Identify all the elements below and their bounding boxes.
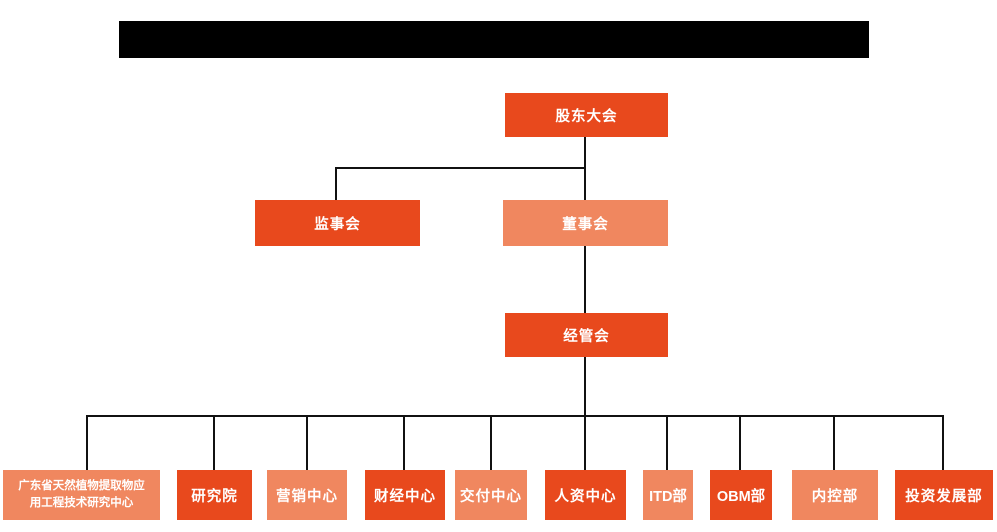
connector-drop-internal-control [833,415,835,470]
org-node-gd-plant-extract-center: 广东省天然植物提取物应 用工程技术研究中心 [3,470,160,520]
org-node-management-committee: 经管会 [505,313,668,357]
org-node-finance-center: 财经中心 [365,470,445,520]
org-node-investment-development-dept: 投资发展部 [895,470,993,520]
connector-drop-marketing [306,415,308,470]
connector-drop-finance [403,415,405,470]
org-node-label: 人资中心 [554,488,617,505]
redacted-title-bar [119,21,869,58]
org-node-label: 经管会 [563,328,610,345]
connector-drop-hr [584,415,586,470]
org-node-label: OBM部 [716,488,766,505]
org-node-label: ITD部 [649,488,687,505]
org-node-board-of-directors: 董事会 [503,200,668,246]
connector-drop-research [213,415,215,470]
connector-drop-supervisory [335,167,337,200]
org-node-delivery-center: 交付中心 [455,470,527,520]
org-node-research-institute: 研究院 [177,470,252,520]
org-node-label: 广东省天然植物提取物应 用工程技术研究中心 [18,480,145,509]
org-node-shareholders-meeting: 股东大会 [505,93,668,137]
org-node-label: 财经中心 [374,488,436,505]
connector-drop-investment [942,415,944,470]
org-node-label: 交付中心 [460,488,522,505]
org-node-label: 内控部 [811,488,859,505]
org-node-label: 董事会 [562,216,609,233]
org-node-internal-control-dept: 内控部 [792,470,878,520]
connector-drop-gd-center [86,415,88,470]
connector-drop-obm [739,415,741,470]
org-node-supervisory-board: 监事会 [255,200,420,246]
connector-management-to-bus [584,357,586,416]
connector-bus-horizontal [86,415,944,417]
org-node-label: 研究院 [191,488,238,505]
org-node-label: 监事会 [314,216,361,233]
org-node-itd-dept: ITD部 [643,470,693,520]
connector-drop-itd [666,415,668,470]
org-node-label: 股东大会 [555,108,618,125]
connector-board-to-management [584,246,586,313]
connector-level2-horizontal [335,167,586,169]
org-node-hr-center: 人资中心 [545,470,626,520]
org-node-marketing-center: 营销中心 [267,470,347,520]
org-node-label: 营销中心 [276,488,338,505]
org-node-obm-dept: OBM部 [710,470,772,520]
org-node-label: 投资发展部 [905,488,983,505]
connector-drop-delivery [490,415,492,470]
